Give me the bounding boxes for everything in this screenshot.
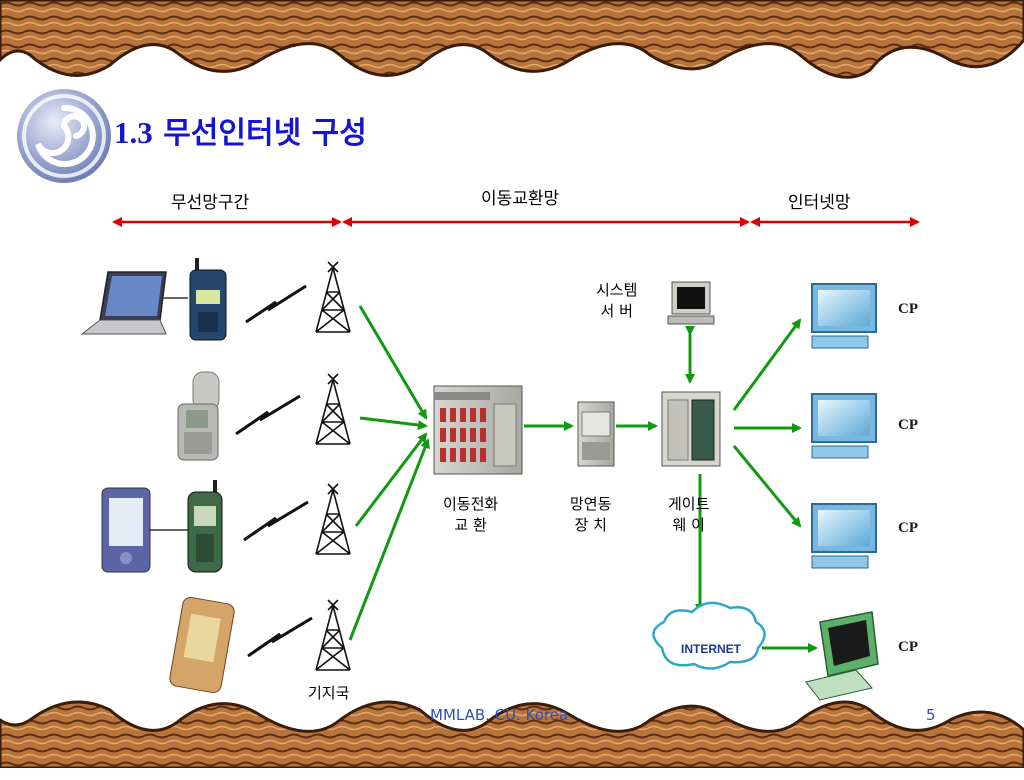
cp-monitor-icon-1 <box>811 283 877 349</box>
msc-rack-icon <box>433 385 523 475</box>
system-server-label-line2: 서 버 <box>600 302 633 320</box>
laptop-icon <box>80 271 188 335</box>
iwf-label: 망연동 장 치 <box>570 494 611 536</box>
msc-label: 이동전화 교 환 <box>443 494 498 536</box>
base-station-tower-3 <box>315 483 351 555</box>
gateway-label-line2: 웨 이 <box>672 516 705 534</box>
cp-monitor-icon-3 <box>811 503 877 569</box>
page-title: 1.3 무선인터넷 구성 <box>114 108 367 152</box>
base-station-tower-2 <box>315 373 351 445</box>
gateway-label-line1: 게이트 <box>668 495 710 513</box>
gateway-server-icon <box>661 391 721 467</box>
base-station-tower-4 <box>315 599 351 671</box>
cp-pc-icon <box>805 611 879 701</box>
cp-label-3: CP <box>898 520 918 536</box>
gateway-to-cp-arrows <box>695 318 802 614</box>
segment-label-internet: 인터넷망 <box>788 193 851 213</box>
system-server-label-line1: 시스템 <box>596 281 638 299</box>
bottom-decoration-band <box>0 690 1024 780</box>
gateway-label: 게이트 웨 이 <box>668 494 709 536</box>
system-server-label: 시스템 서 버 <box>596 280 637 322</box>
radio-link-icon-2 <box>235 394 301 436</box>
radio-link-icon-3 <box>243 500 309 542</box>
segment-label-wireless: 무선망구간 <box>171 193 250 213</box>
msc-label-line1: 이동전화 <box>443 495 499 513</box>
system-server-monitor-icon <box>667 281 715 325</box>
radio-link-icon-1 <box>245 284 307 324</box>
cp-label-2: CP <box>898 417 918 433</box>
msc-label-line2: 교 환 <box>454 516 487 534</box>
radio-link-icon-4 <box>247 616 313 658</box>
pda-icon <box>101 487 188 573</box>
flip-phone-icon <box>177 371 220 461</box>
iwf-server-icon <box>577 401 615 467</box>
segment-label-mobile-exchange: 이동교환망 <box>481 189 560 209</box>
base-station-tower-1 <box>315 261 351 333</box>
footer-text: MMLAB. CU. Korea <box>430 706 569 724</box>
cp-monitor-icon-2 <box>811 393 877 459</box>
iwf-label-line2: 장 치 <box>574 516 607 534</box>
internet-cloud-icon <box>652 601 766 670</box>
mobile-phone-icon <box>189 258 227 341</box>
tower-icons <box>315 261 351 671</box>
internet-cloud-label: INTERNET <box>681 642 741 656</box>
tower-to-msc-arrows <box>348 305 430 641</box>
title-number: 1.3 <box>114 115 153 150</box>
cp-label-1: CP <box>898 301 918 317</box>
mobile-phone-icon-4 <box>169 596 235 694</box>
title-text: 무선인터넷 구성 <box>163 116 367 151</box>
top-decoration-band <box>0 0 1024 90</box>
page-number: 5 <box>926 706 936 724</box>
mobile-phone-icon-3 <box>187 480 223 573</box>
iwf-label-line1: 망연동 <box>570 495 612 513</box>
cp-label-4: CP <box>898 639 918 655</box>
base-station-label: 기지국 <box>308 684 350 702</box>
swirl-logo-icon <box>17 89 111 183</box>
